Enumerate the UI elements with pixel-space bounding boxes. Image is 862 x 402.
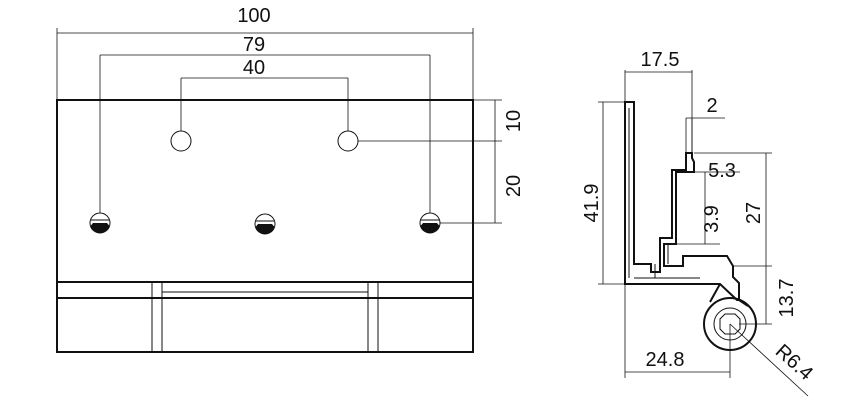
dim-width: 17.5 bbox=[624, 49, 693, 153]
side-view: 17.5 2 5.3 3.9 41.9 bbox=[581, 49, 817, 397]
dim-lip-thickness: 2 bbox=[685, 95, 725, 153]
dim-label-10: 10 bbox=[503, 110, 525, 132]
dim-step: 5.3 bbox=[676, 160, 740, 182]
dim-label-79: 79 bbox=[243, 34, 265, 56]
knuckle-neck bbox=[709, 283, 721, 303]
knuckle-gap-left bbox=[151, 281, 163, 353]
dim-label-100: 100 bbox=[237, 5, 270, 27]
dim-label-13-7: 13.7 bbox=[776, 279, 798, 318]
dim-label-20: 20 bbox=[503, 175, 525, 197]
dim-label-3-9: 3.9 bbox=[701, 205, 723, 233]
dim-knuckle-radius: R6.4 bbox=[729, 323, 817, 397]
dim-knuckle-reach: 24.8 bbox=[624, 284, 731, 378]
dim-knuckle-offset: 13.7 bbox=[739, 266, 798, 325]
dim-label-24-8: 24.8 bbox=[646, 349, 685, 371]
countersunk-hole-left bbox=[89, 212, 111, 234]
upper-hole-right bbox=[337, 130, 359, 152]
front-view: 100 79 40 10 20 bbox=[56, 5, 525, 353]
dim-label-41-9: 41.9 bbox=[581, 184, 603, 223]
dim-slot: 3.9 bbox=[676, 172, 723, 245]
dim-label-40: 40 bbox=[243, 57, 265, 79]
dim-label-2: 2 bbox=[706, 95, 717, 117]
knuckle-gap-right bbox=[367, 281, 379, 353]
dim-label-27: 27 bbox=[743, 202, 765, 224]
dim-label-5-3: 5.3 bbox=[708, 160, 736, 182]
dim-inner-holes: 40 bbox=[180, 57, 349, 131]
plate-outline bbox=[56, 99, 474, 353]
knuckle-pin-octagon bbox=[719, 313, 741, 335]
upper-hole-left bbox=[170, 130, 192, 152]
leaf-profile bbox=[624, 101, 740, 301]
dim-hole-rows: 10 20 bbox=[358, 99, 525, 224]
dim-outer-holes: 79 bbox=[99, 34, 431, 213]
dim-upper-height: 27 bbox=[694, 152, 772, 267]
knuckle-neck-2 bbox=[738, 299, 749, 307]
dim-height: 41.9 bbox=[581, 101, 625, 285]
countersunk-hole-right bbox=[419, 212, 441, 234]
dim-label-r6-4: R6.4 bbox=[771, 340, 817, 385]
countersunk-hole-center bbox=[254, 213, 276, 235]
dim-overall-width: 100 bbox=[56, 5, 474, 100]
dim-label-17-5: 17.5 bbox=[641, 49, 680, 71]
